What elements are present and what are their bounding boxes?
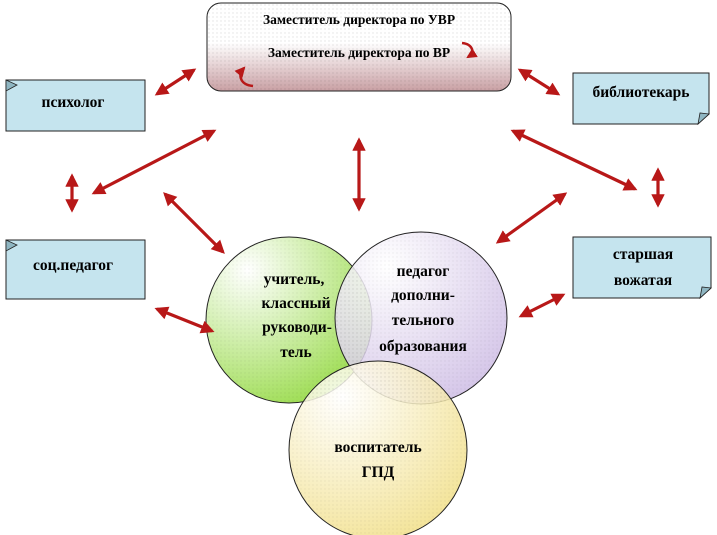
social-teacher-label: соц.педагог <box>33 257 113 274</box>
circles-texture <box>206 232 507 535</box>
deputy-uvr-label: Заместитель директора по УВР <box>263 12 455 27</box>
teacher-line-2: классный <box>261 295 330 312</box>
extended-day-line-1: воспитатель <box>334 439 421 456</box>
cycle-arrow-icon <box>234 66 254 88</box>
arrow-counselor-education <box>518 293 566 318</box>
additional-education-line-4: образования <box>379 338 467 355</box>
teacher-line-3: руководи- <box>262 319 332 336</box>
cycle-arrow-icon <box>461 41 478 59</box>
arrow-top-psychologist <box>154 68 197 96</box>
arrow-top-right-diagonal <box>510 129 638 191</box>
arrow-left-teacher <box>163 192 225 254</box>
arrow-top-left-diagonal <box>91 129 217 195</box>
arrow-right-education <box>495 192 568 244</box>
deputy-vr-label: Заместитель директора по ВР <box>268 45 450 60</box>
additional-education-line-1: педагог <box>397 263 450 280</box>
senior-counselor-line-2: вожатая <box>614 272 672 289</box>
teacher-line-1: учитель, <box>264 271 325 288</box>
senior-counselor-note: старшая вожатая <box>572 236 712 300</box>
social-teacher-note: соц.педагог <box>5 239 146 300</box>
arrow-top-librarian <box>517 68 561 96</box>
psychologist-label: психолог <box>42 94 105 111</box>
extended-day-line-2: ГПД <box>362 464 395 481</box>
deputy-directors-box: Заместитель директора по УВР Заместитель… <box>206 2 512 92</box>
librarian-label: библиотекарь <box>593 84 690 101</box>
additional-education-line-3: тельного <box>392 312 455 329</box>
arrow-social-teacher <box>154 306 215 334</box>
psychologist-note: психолог <box>5 79 146 132</box>
additional-education-line-2: дополни- <box>391 287 455 304</box>
librarian-note: библиотекарь <box>572 72 710 126</box>
senior-counselor-line-1: старшая <box>613 246 673 263</box>
teacher-line-4: тель <box>280 344 311 361</box>
